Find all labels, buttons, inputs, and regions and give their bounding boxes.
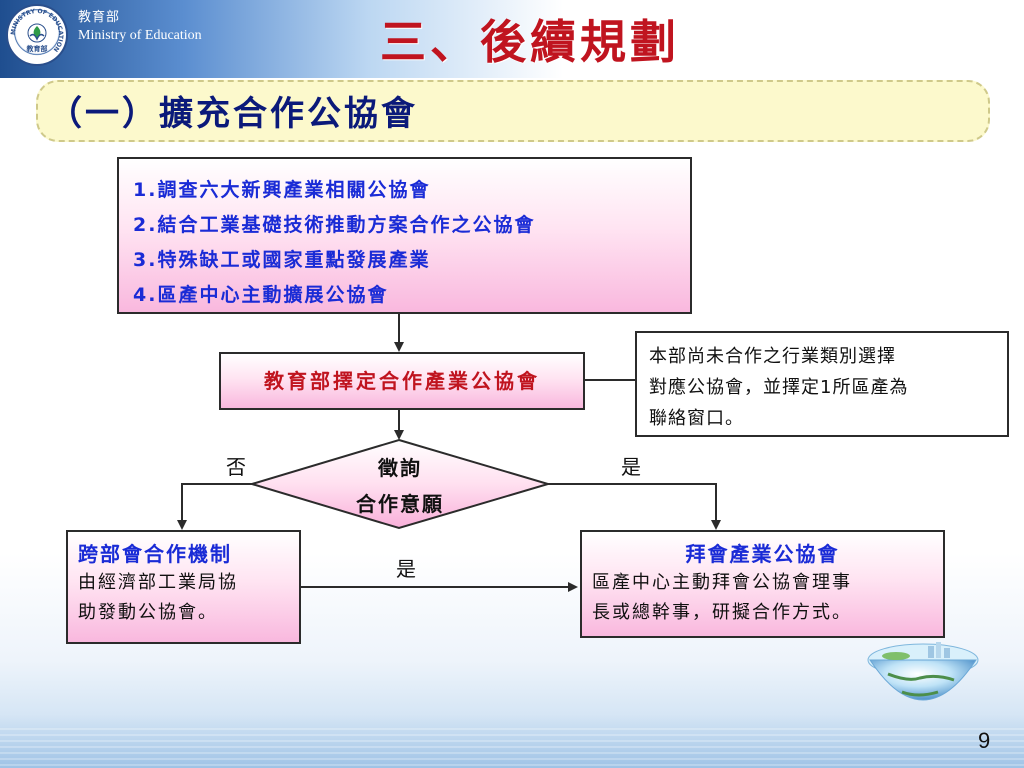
decision-line-1: 徵詢 [378, 456, 422, 480]
select-association-box: 教育部擇定合作產業公協會 [219, 352, 585, 410]
decision-label: 徵詢 合作意願 [320, 450, 480, 522]
section-band [36, 80, 990, 142]
visit-association-line-1: 區產中心主動拜會公協會理事 [592, 572, 852, 593]
header-banner [0, 0, 1024, 78]
cross-ministry-box: 跨部會合作機制 由經濟部工業局協 助發動公協會。 [66, 530, 301, 644]
label-yes-right: 是 [621, 455, 641, 479]
org-name-en: Ministry of Education [78, 28, 202, 43]
slide-title: 三、後續規劃 [380, 15, 680, 69]
globe-icon [867, 642, 979, 701]
decision-line-2: 合作意願 [356, 492, 444, 516]
label-no: 否 [226, 455, 246, 479]
list-item: 4.區產中心主動擴展公協會 [133, 284, 389, 306]
visit-association-box: 拜會產業公協會 區產中心主動拜會公協會理事 長或總幹事，研擬合作方式。 [580, 530, 945, 638]
cross-ministry-line-2: 助發動公協會。 [78, 602, 218, 623]
label-yes-bottom: 是 [396, 557, 416, 581]
decision-diamond [248, 438, 552, 530]
note-line-1: 本部尚未合作之行業類別選擇 [649, 346, 896, 367]
list-item: 1.調查六大新興產業相關公協會 [133, 179, 431, 201]
arrow-decision-no [177, 483, 252, 530]
survey-criteria-box: 1.調查六大新興產業相關公協會 2.結合工業基礎技術推動方案合作之公協會 3.特… [117, 157, 692, 314]
ministry-logo: MINISTRY OF EDUCATION 教育部 [6, 4, 68, 66]
wave-decoration [0, 728, 1024, 768]
list-item: 2.結合工業基礎技術推動方案合作之公協會 [133, 214, 536, 236]
note-line-2: 對應公協會，並擇定1所區產為 [649, 377, 909, 398]
org-name-zh: 教育部 [78, 10, 121, 25]
cross-ministry-line-1: 由經濟部工業局協 [78, 572, 238, 593]
globe-decoration [858, 630, 988, 722]
page-number: 9 [978, 728, 991, 753]
section-title: （一）擴充合作公協會 [48, 94, 418, 134]
note-line-3: 聯絡窗口。 [649, 408, 744, 429]
cross-ministry-title: 跨部會合作機制 [78, 542, 232, 566]
note-box: 本部尚未合作之行業類別選擇 對應公協會，並擇定1所區產為 聯絡窗口。 [635, 331, 1009, 437]
visit-association-line-2: 長或總幹事，研擬合作方式。 [592, 602, 852, 623]
select-association-label: 教育部擇定合作產業公協會 [264, 369, 540, 393]
logo-emblem-icon: MINISTRY OF EDUCATION 教育部 [10, 8, 64, 53]
arrow-decision-yes [548, 483, 721, 530]
logo-inner-text: 教育部 [26, 44, 48, 53]
list-item: 3.特殊缺工或國家重點發展產業 [133, 249, 431, 271]
visit-association-title: 拜會產業公協會 [685, 542, 840, 566]
